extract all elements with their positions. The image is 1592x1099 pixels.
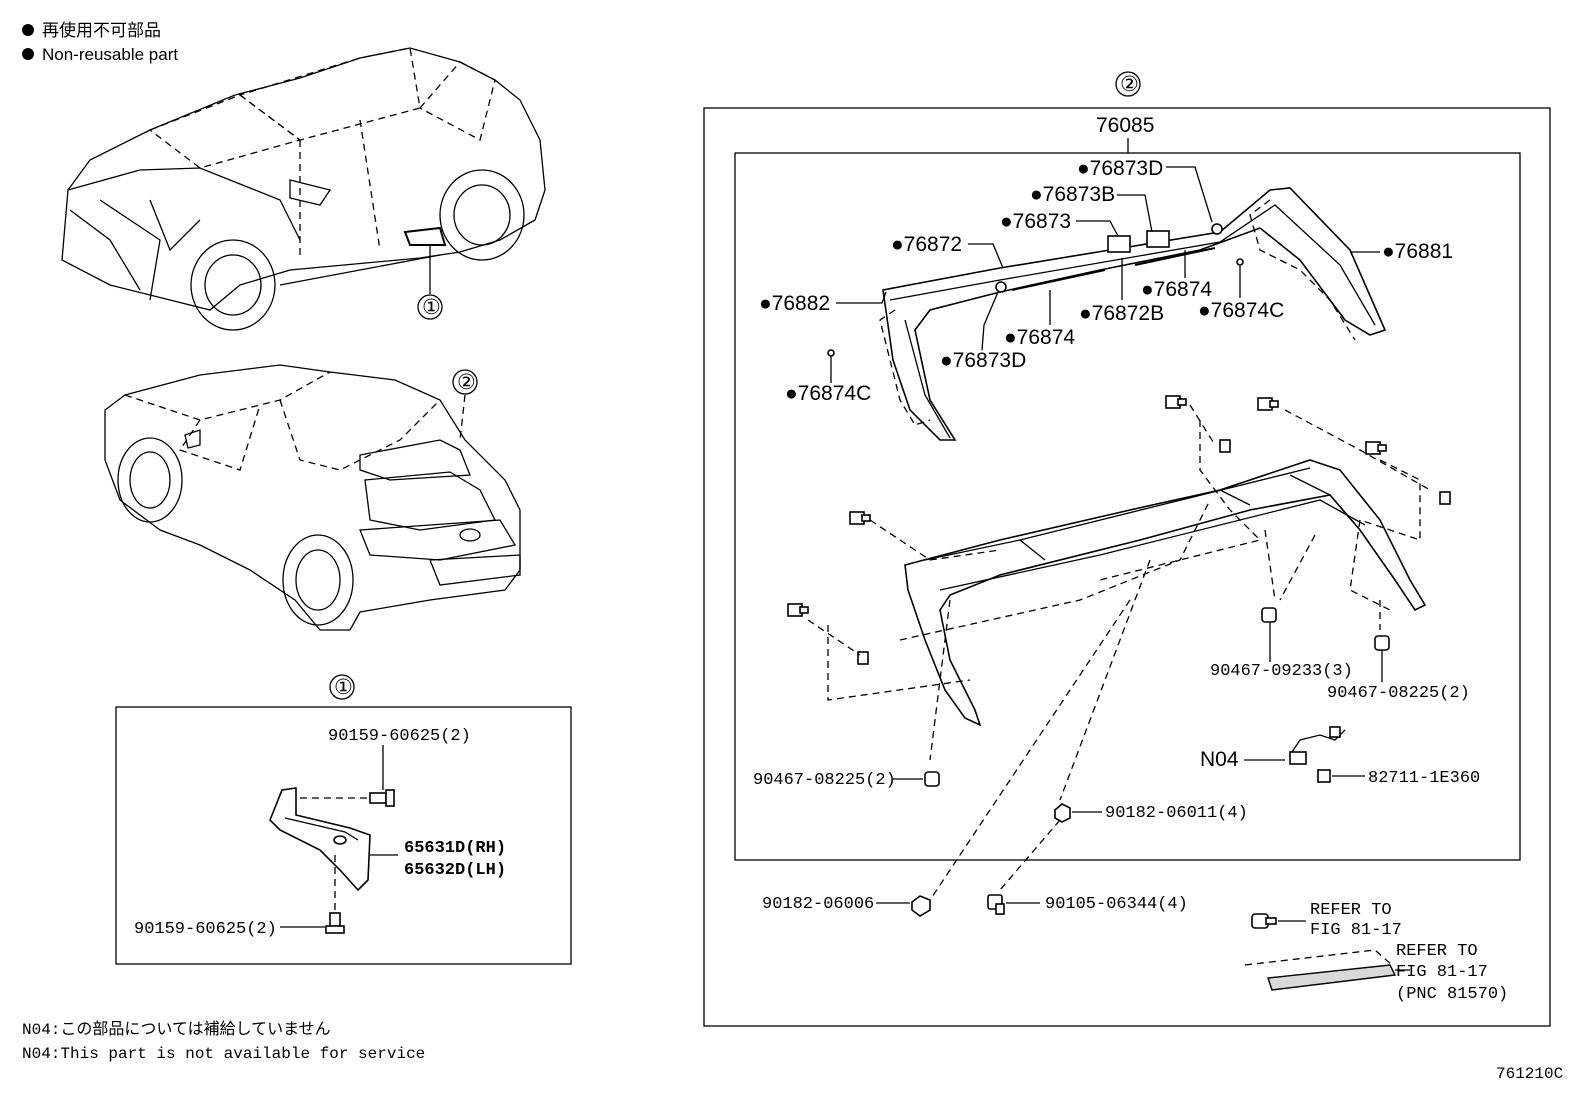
figure-id: 761210C	[1496, 1065, 1563, 1083]
footnote-jp: N04:この部品については補給していません	[22, 1020, 331, 1039]
pad-76873B	[1146, 230, 1170, 248]
connector-icon	[1317, 769, 1331, 783]
section-2-callout-label: ②	[1120, 73, 1139, 96]
label-76874C-left: ●76874C	[785, 382, 871, 405]
clip-icon	[1261, 607, 1277, 623]
clip-76874C-right	[1236, 258, 1244, 266]
section-1-frame	[115, 706, 572, 965]
label-76872B: ●76872B	[1079, 302, 1164, 325]
label-clip-b: 90467-08225(2)	[1327, 684, 1470, 703]
label-76874-top: ●76874	[1141, 278, 1212, 301]
clip-icon	[1219, 439, 1231, 453]
screw-icon	[787, 603, 809, 617]
screw-icon	[1251, 913, 1277, 929]
label-refer1-a: REFER TO	[1310, 901, 1392, 920]
label-assembly: 76085	[1096, 114, 1154, 137]
section-1-callout	[329, 674, 355, 700]
nut-icon	[911, 895, 931, 917]
label-refer1-b: FIG 81-17	[1310, 921, 1402, 940]
label-76874-bottom: ●76874	[1004, 326, 1075, 349]
label-refer2-a: REFER TO	[1396, 942, 1478, 961]
bullet-icon	[22, 24, 34, 36]
label-clip-a: 90467-09233(3)	[1210, 662, 1353, 681]
pad-76873	[1107, 235, 1131, 253]
label-clip-c: 90467-08225(2)	[753, 771, 896, 790]
section-2: ② 76085 ●76873D ●76873B ●76873	[703, 71, 1551, 1027]
lower-spoiler-part	[904, 459, 1427, 727]
callout-2-circle	[452, 369, 478, 395]
legend-en: Non-reusable part	[42, 45, 178, 64]
label-nut-a: 90182-06011(4)	[1105, 804, 1248, 823]
trim-strip-part	[1267, 964, 1397, 991]
car-front-view: ①	[61, 47, 546, 331]
callout-1-circle	[417, 294, 443, 320]
nut-icon	[1054, 803, 1071, 823]
label-76882: ●76882	[759, 292, 830, 315]
pad-76873D-top	[1211, 223, 1223, 235]
clip-icon	[924, 771, 940, 787]
section-2-callout	[1115, 71, 1141, 97]
bolt-icon	[369, 789, 395, 807]
screw-icon	[1165, 395, 1187, 409]
label-part-lh: 65632D(LH)	[404, 861, 506, 880]
label-part-rh: 65631D(RH)	[404, 839, 506, 858]
pad-76873D-bottom	[995, 281, 1007, 293]
clip-icon	[857, 651, 869, 665]
screw-icon	[1365, 441, 1387, 455]
bolt-icon	[325, 912, 345, 934]
label-76874C-right: ●76874C	[1198, 299, 1284, 322]
label-bolt-bottom: 90159-60625(2)	[134, 920, 277, 939]
legend-jp: 再使用不可部品	[42, 20, 161, 40]
screw-icon	[1257, 397, 1279, 411]
section-1: ① 90159-60625(2) 65631D(RH) 65632D(LH) 9…	[115, 674, 572, 965]
clip-icon	[1374, 635, 1390, 651]
label-n04: N04	[1200, 748, 1239, 771]
label-bolt-top: 90159-60625(2)	[328, 727, 471, 746]
label-76873D-top: ●76873D	[1077, 157, 1163, 180]
car-rear-view: ②	[104, 364, 521, 631]
footnote-en: N04:This part is not available for servi…	[22, 1045, 425, 1063]
label-76873B: ●76873B	[1030, 183, 1115, 206]
upper-spoiler-part	[882, 187, 1387, 441]
label-connector: 82711-1E360	[1368, 769, 1480, 788]
screw-icon	[849, 511, 871, 525]
legend: 再使用不可部品 Non-reusable part	[22, 20, 178, 64]
label-nut-b: 90182-06006	[762, 895, 874, 914]
connector-icon	[1289, 751, 1307, 765]
label-76873: ●76873	[1000, 210, 1071, 233]
label-refer2-c: (PNC 81570)	[1396, 985, 1508, 1004]
section-1-callout-label: ①	[334, 676, 353, 699]
label-76872: ●76872	[891, 233, 962, 256]
label-bolt: 90105-06344(4)	[1045, 895, 1188, 914]
label-refer2-b: FIG 81-17	[1396, 963, 1488, 982]
clip-76874C-left	[827, 349, 835, 357]
label-76881: ●76881	[1382, 240, 1453, 263]
callout-1-label: ①	[422, 296, 441, 319]
bolt-icon	[987, 894, 1005, 915]
bracket-part	[269, 787, 371, 892]
clip-icon	[1439, 491, 1451, 505]
label-76873D-bottom: ●76873D	[940, 349, 1026, 372]
callout-2-label: ②	[457, 371, 476, 394]
bullet-icon	[22, 48, 34, 60]
section-2-outer-frame	[703, 107, 1551, 1027]
